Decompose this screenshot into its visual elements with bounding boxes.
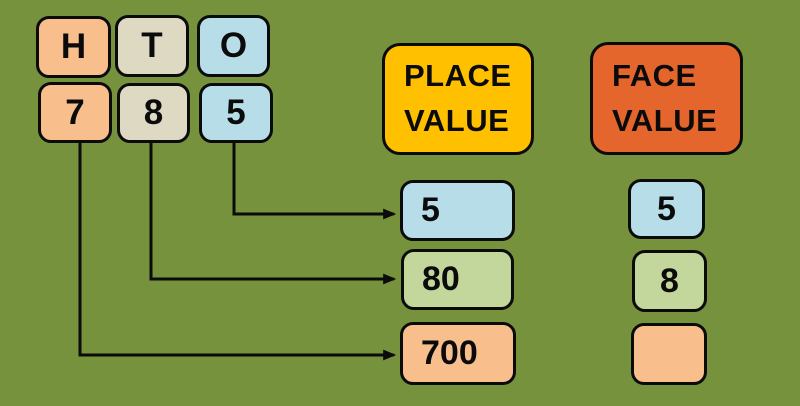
column-header-tens: T	[115, 15, 189, 77]
place-value-header: PLACE VALUE	[382, 43, 534, 155]
digit-hundreds: 7	[38, 82, 112, 143]
arrow-ones-to-place-value	[232, 141, 397, 220]
place-value-item-ones: 5	[400, 180, 515, 241]
digit-ones: 5	[199, 83, 273, 143]
place-value-item-tens: 80	[401, 249, 514, 310]
column-header-ones: O	[197, 15, 270, 77]
face-value-header: FACE VALUE	[590, 42, 743, 155]
arrow-hundreds-to-place-value	[78, 141, 397, 361]
face-value-item-hundreds	[631, 323, 707, 385]
place-value-item-hundreds: 700	[400, 322, 516, 385]
digit-tens: 8	[117, 83, 190, 143]
column-header-hundreds: H	[36, 16, 111, 78]
face-value-item-ones: 5	[628, 179, 705, 239]
arrow-tens-to-place-value	[149, 141, 397, 285]
face-value-item-tens: 8	[632, 250, 707, 312]
